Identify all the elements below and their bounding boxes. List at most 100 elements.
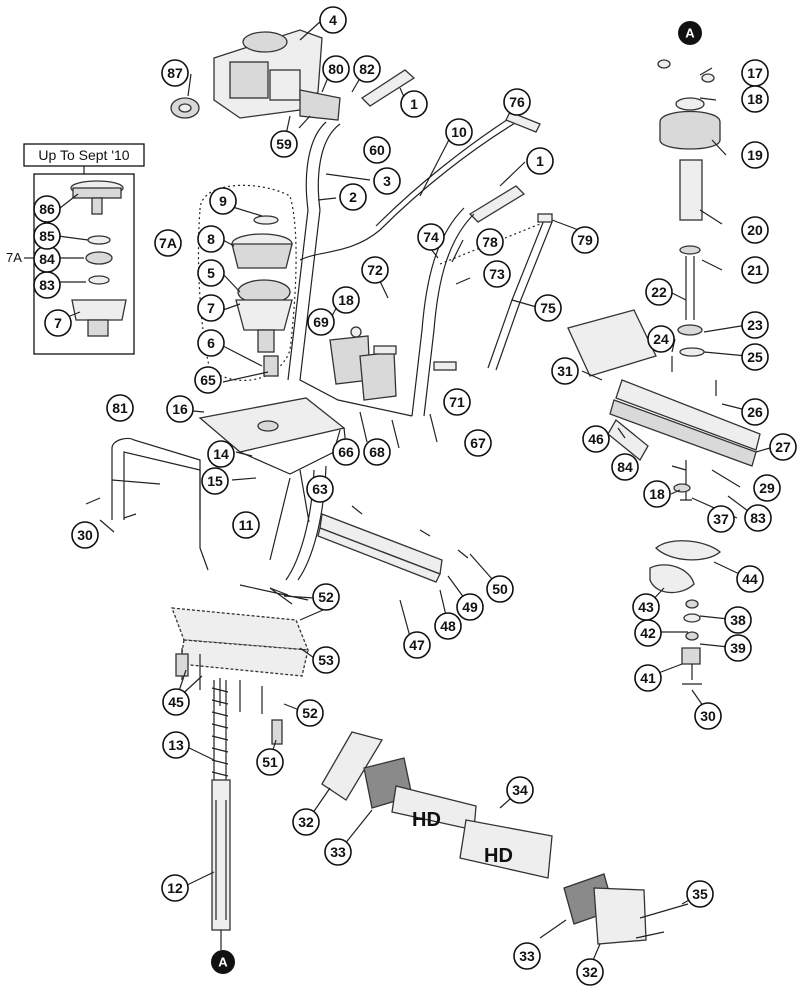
callout-8: 8 [197, 225, 225, 253]
svg-text:11: 11 [239, 517, 254, 533]
wing-bolts [85, 497, 469, 559]
tine-mount-bracket [171, 607, 309, 677]
inset-label-7a: 7A [6, 250, 22, 265]
callout-49: 49 [456, 593, 484, 621]
svg-text:29: 29 [759, 480, 775, 496]
side-bar [317, 513, 443, 583]
callout-11: 11 [232, 511, 260, 539]
svg-text:85: 85 [39, 228, 55, 244]
svg-text:18: 18 [338, 292, 354, 308]
svg-text:A: A [685, 26, 695, 41]
bolt-row [175, 648, 283, 745]
svg-text:30: 30 [700, 708, 716, 724]
svg-text:7A: 7A [159, 235, 177, 251]
tine-assembly: HD HD [321, 731, 689, 945]
callout-35: 35 [686, 880, 714, 908]
svg-text:5: 5 [207, 265, 215, 281]
callout-74: 76 [503, 88, 531, 116]
callout-52a: 52 [312, 583, 340, 611]
svg-text:31: 31 [557, 363, 573, 379]
callout-80: 82 [353, 55, 381, 83]
callout-7a: 7A [154, 229, 182, 257]
callout-25: 25 [741, 343, 769, 371]
callout-81: 83 [744, 504, 772, 532]
svg-text:86: 86 [39, 201, 55, 217]
svg-text:59: 59 [276, 136, 292, 152]
callout-33a: 33 [324, 838, 352, 866]
svg-text:82: 82 [359, 61, 375, 77]
callout-47: 47 [403, 631, 431, 659]
svg-text:7: 7 [54, 315, 62, 331]
callout-15: 15 [201, 467, 229, 495]
svg-text:71: 71 [449, 394, 465, 410]
throttle-cable [299, 111, 541, 261]
svg-text:78: 78 [482, 234, 498, 250]
callout-2: 2 [339, 183, 367, 211]
svg-text:1: 1 [410, 96, 418, 112]
callout-57: 59 [270, 130, 298, 158]
callout-30a: 30 [71, 521, 99, 549]
callout-51: 51 [256, 748, 284, 776]
svg-text:83: 83 [39, 277, 55, 293]
svg-text:47: 47 [409, 637, 425, 653]
svg-text:63: 63 [312, 481, 328, 497]
callout-53: 53 [312, 646, 340, 674]
callout-82: 84 [611, 453, 639, 481]
handle-grip-right [468, 185, 526, 223]
callout-79: 81 [106, 394, 134, 422]
svg-text:81: 81 [112, 400, 128, 416]
callout-76: 79 [571, 226, 599, 254]
svg-text:83: 83 [750, 510, 766, 526]
svg-text:26: 26 [747, 404, 763, 420]
svg-text:2: 2 [349, 189, 357, 205]
callout-9: 9 [209, 187, 237, 215]
callout-14: 14 [207, 440, 235, 468]
svg-text:10: 10 [451, 124, 467, 140]
svg-text:18: 18 [649, 486, 665, 502]
svg-text:3: 3 [383, 173, 391, 189]
svg-text:15: 15 [207, 473, 223, 489]
callout-3: 3 [373, 167, 401, 195]
svg-text:84: 84 [39, 251, 55, 267]
svg-text:33: 33 [519, 948, 535, 964]
callout-10: 10 [445, 118, 473, 146]
svg-text:6: 6 [207, 335, 215, 351]
callout-66: 68 [363, 438, 391, 466]
svg-text:41: 41 [640, 670, 656, 686]
svg-text:76: 76 [509, 94, 525, 110]
handle-grip-upper [360, 69, 416, 107]
gearbox-stack [231, 215, 293, 377]
svg-text:48: 48 [440, 618, 456, 634]
svg-text:39: 39 [730, 640, 746, 656]
callout-38: 38 [724, 606, 752, 634]
svg-text:14: 14 [213, 446, 229, 462]
callout-41: 41 [634, 664, 662, 692]
svg-text:19: 19 [747, 147, 763, 163]
callout-22: 22 [645, 278, 673, 306]
svg-text:27: 27 [775, 439, 791, 455]
callout-18a: 18 [741, 85, 769, 113]
callout-50: 50 [486, 575, 514, 603]
callout-75: 78 [476, 228, 504, 256]
tine-label-hd-1: HD [412, 809, 441, 831]
handlebar [287, 121, 475, 417]
svg-text:52: 52 [302, 705, 318, 721]
clutch-shoe [170, 97, 200, 119]
svg-text:32: 32 [298, 814, 314, 830]
callout-73: 75 [534, 294, 562, 322]
svg-text:42: 42 [640, 625, 656, 641]
callout-83: 83 [33, 271, 61, 299]
svg-text:9: 9 [219, 193, 227, 209]
svg-text:74: 74 [423, 229, 439, 245]
svg-text:53: 53 [318, 652, 334, 668]
svg-text:87: 87 [167, 65, 183, 81]
callout-69: 72 [361, 256, 389, 284]
callout-85: 85 [33, 222, 61, 250]
callout-4: 4 [319, 6, 347, 34]
drive-shaft [211, 680, 231, 950]
engine-mount [329, 326, 457, 401]
callout-12: 12 [161, 874, 189, 902]
anchor-a-bottom: A [211, 950, 235, 974]
svg-text:21: 21 [747, 262, 763, 278]
callout-21: 21 [741, 256, 769, 284]
